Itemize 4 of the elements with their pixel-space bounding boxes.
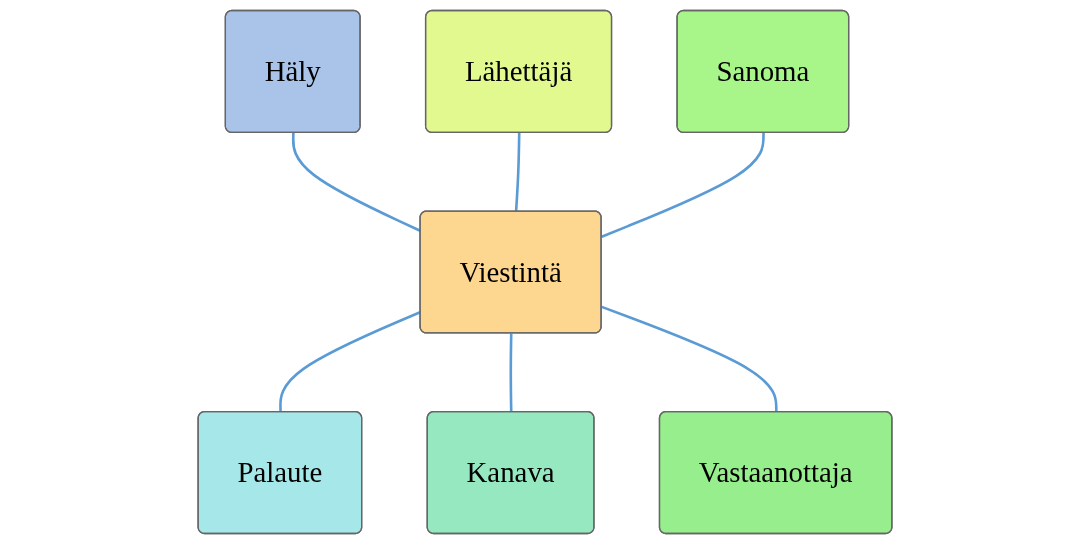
connector	[514, 133, 521, 212]
connector	[601, 305, 778, 413]
connector	[601, 133, 765, 238]
connector	[509, 333, 513, 413]
